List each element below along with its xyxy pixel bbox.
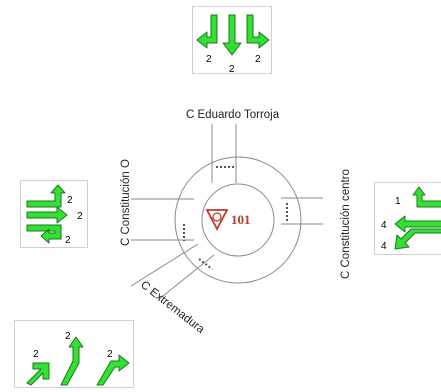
left-turn-arrow	[26, 362, 50, 386]
center-badge: 101	[205, 209, 251, 231]
lane-count-southwest-2: 2	[65, 331, 71, 342]
lane-count-east-2: 4	[381, 220, 387, 231]
road-label-west: C Constitución O	[120, 159, 132, 246]
lane-arrows-west: 2 2 2	[26, 184, 83, 246]
u-turn-arrow	[26, 224, 62, 244]
badge-number: 101	[231, 212, 251, 227]
road-label-southwest: C Extremadura	[138, 279, 207, 336]
lane-count-east-3: 4	[381, 241, 387, 252]
lane-count-east-1: 1	[395, 196, 401, 207]
left-turn-arrow	[196, 14, 218, 49]
slight-left-arrow	[394, 228, 441, 250]
lane-arrows-north: 2 2 2	[196, 14, 270, 75]
lane-arrows-east: 1 4 4	[381, 186, 441, 252]
yield-triangle-ring	[212, 212, 222, 222]
right-turn-arrow	[412, 186, 441, 208]
lane-count-north-1: 2	[206, 54, 212, 65]
straight-arrow	[222, 14, 242, 56]
road-edges	[130, 124, 323, 301]
lane-count-north-3: 2	[255, 54, 261, 65]
lane-arrows-southwest: 2 2 2	[26, 331, 130, 386]
lane-count-west-2: 2	[77, 211, 83, 222]
left-turn-arrow	[26, 184, 66, 208]
lane-count-southwest-3: 2	[107, 349, 113, 360]
straight-arrow	[26, 206, 68, 224]
straight-arrow	[60, 336, 84, 386]
right-turn-arrow	[246, 14, 270, 49]
lane-box-southwest: 2 2 2	[14, 320, 134, 388]
road-label-north: C Eduardo Torroja	[186, 109, 280, 121]
lane-box-east: 1 4 4	[374, 182, 441, 255]
crossings	[183, 166, 288, 270]
lane-box-west: 2 2 2	[20, 180, 88, 248]
roundabout-inner-island	[201, 183, 275, 257]
right-turn-arrow	[96, 354, 130, 386]
road-label-east: C Constitución centro	[340, 169, 352, 279]
yield-triangle-icon	[205, 209, 229, 231]
lane-count-west-1: 2	[67, 195, 73, 206]
lane-count-north-2: 2	[229, 64, 235, 75]
lane-box-north: 2 2 2	[192, 6, 272, 75]
roundabout-outer-ring	[174, 156, 302, 284]
straight-arrow	[394, 215, 441, 233]
lane-count-southwest-1: 2	[33, 349, 39, 360]
lane-count-west-3: 2	[65, 235, 71, 246]
